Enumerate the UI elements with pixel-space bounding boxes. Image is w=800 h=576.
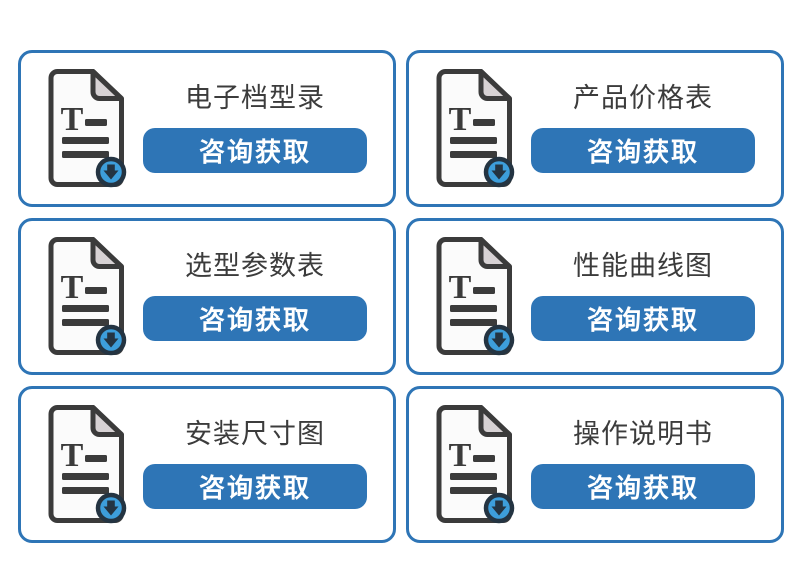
card-content: 操作说明书 咨询获取 [519,418,767,510]
card-performance-curve: 性能曲线图 咨询获取 [406,218,784,375]
card-title: 安装尺寸图 [185,418,325,450]
card-selection-parameters: 选型参数表 咨询获取 [18,218,396,375]
consult-button[interactable]: 咨询获取 [531,464,755,510]
document-download-icon [39,236,131,358]
card-title: 选型参数表 [185,250,325,282]
card-title: 产品价格表 [573,82,713,114]
document-download-icon [39,68,131,190]
document-download-icon [427,404,519,526]
document-download-icon [39,404,131,526]
download-cards-grid: 电子档型录 咨询获取 产品价格表 咨询获取 选型参数表 咨询获取 性能曲线图 咨… [18,50,784,543]
consult-button[interactable]: 咨询获取 [143,296,367,342]
card-title: 操作说明书 [573,418,713,450]
document-download-icon [427,236,519,358]
card-content: 产品价格表 咨询获取 [519,82,767,174]
card-title: 电子档型录 [185,82,325,114]
document-download-icon [427,68,519,190]
card-price-list: 产品价格表 咨询获取 [406,50,784,207]
consult-button[interactable]: 咨询获取 [531,296,755,342]
consult-button[interactable]: 咨询获取 [143,128,367,174]
card-content: 安装尺寸图 咨询获取 [131,418,379,510]
consult-button[interactable]: 咨询获取 [143,464,367,510]
card-installation-dimensions: 安装尺寸图 咨询获取 [18,386,396,543]
card-operation-manual: 操作说明书 咨询获取 [406,386,784,543]
card-electronic-catalog: 电子档型录 咨询获取 [18,50,396,207]
consult-button[interactable]: 咨询获取 [531,128,755,174]
card-content: 电子档型录 咨询获取 [131,82,379,174]
card-content: 性能曲线图 咨询获取 [519,250,767,342]
card-title: 性能曲线图 [573,250,713,282]
card-content: 选型参数表 咨询获取 [131,250,379,342]
